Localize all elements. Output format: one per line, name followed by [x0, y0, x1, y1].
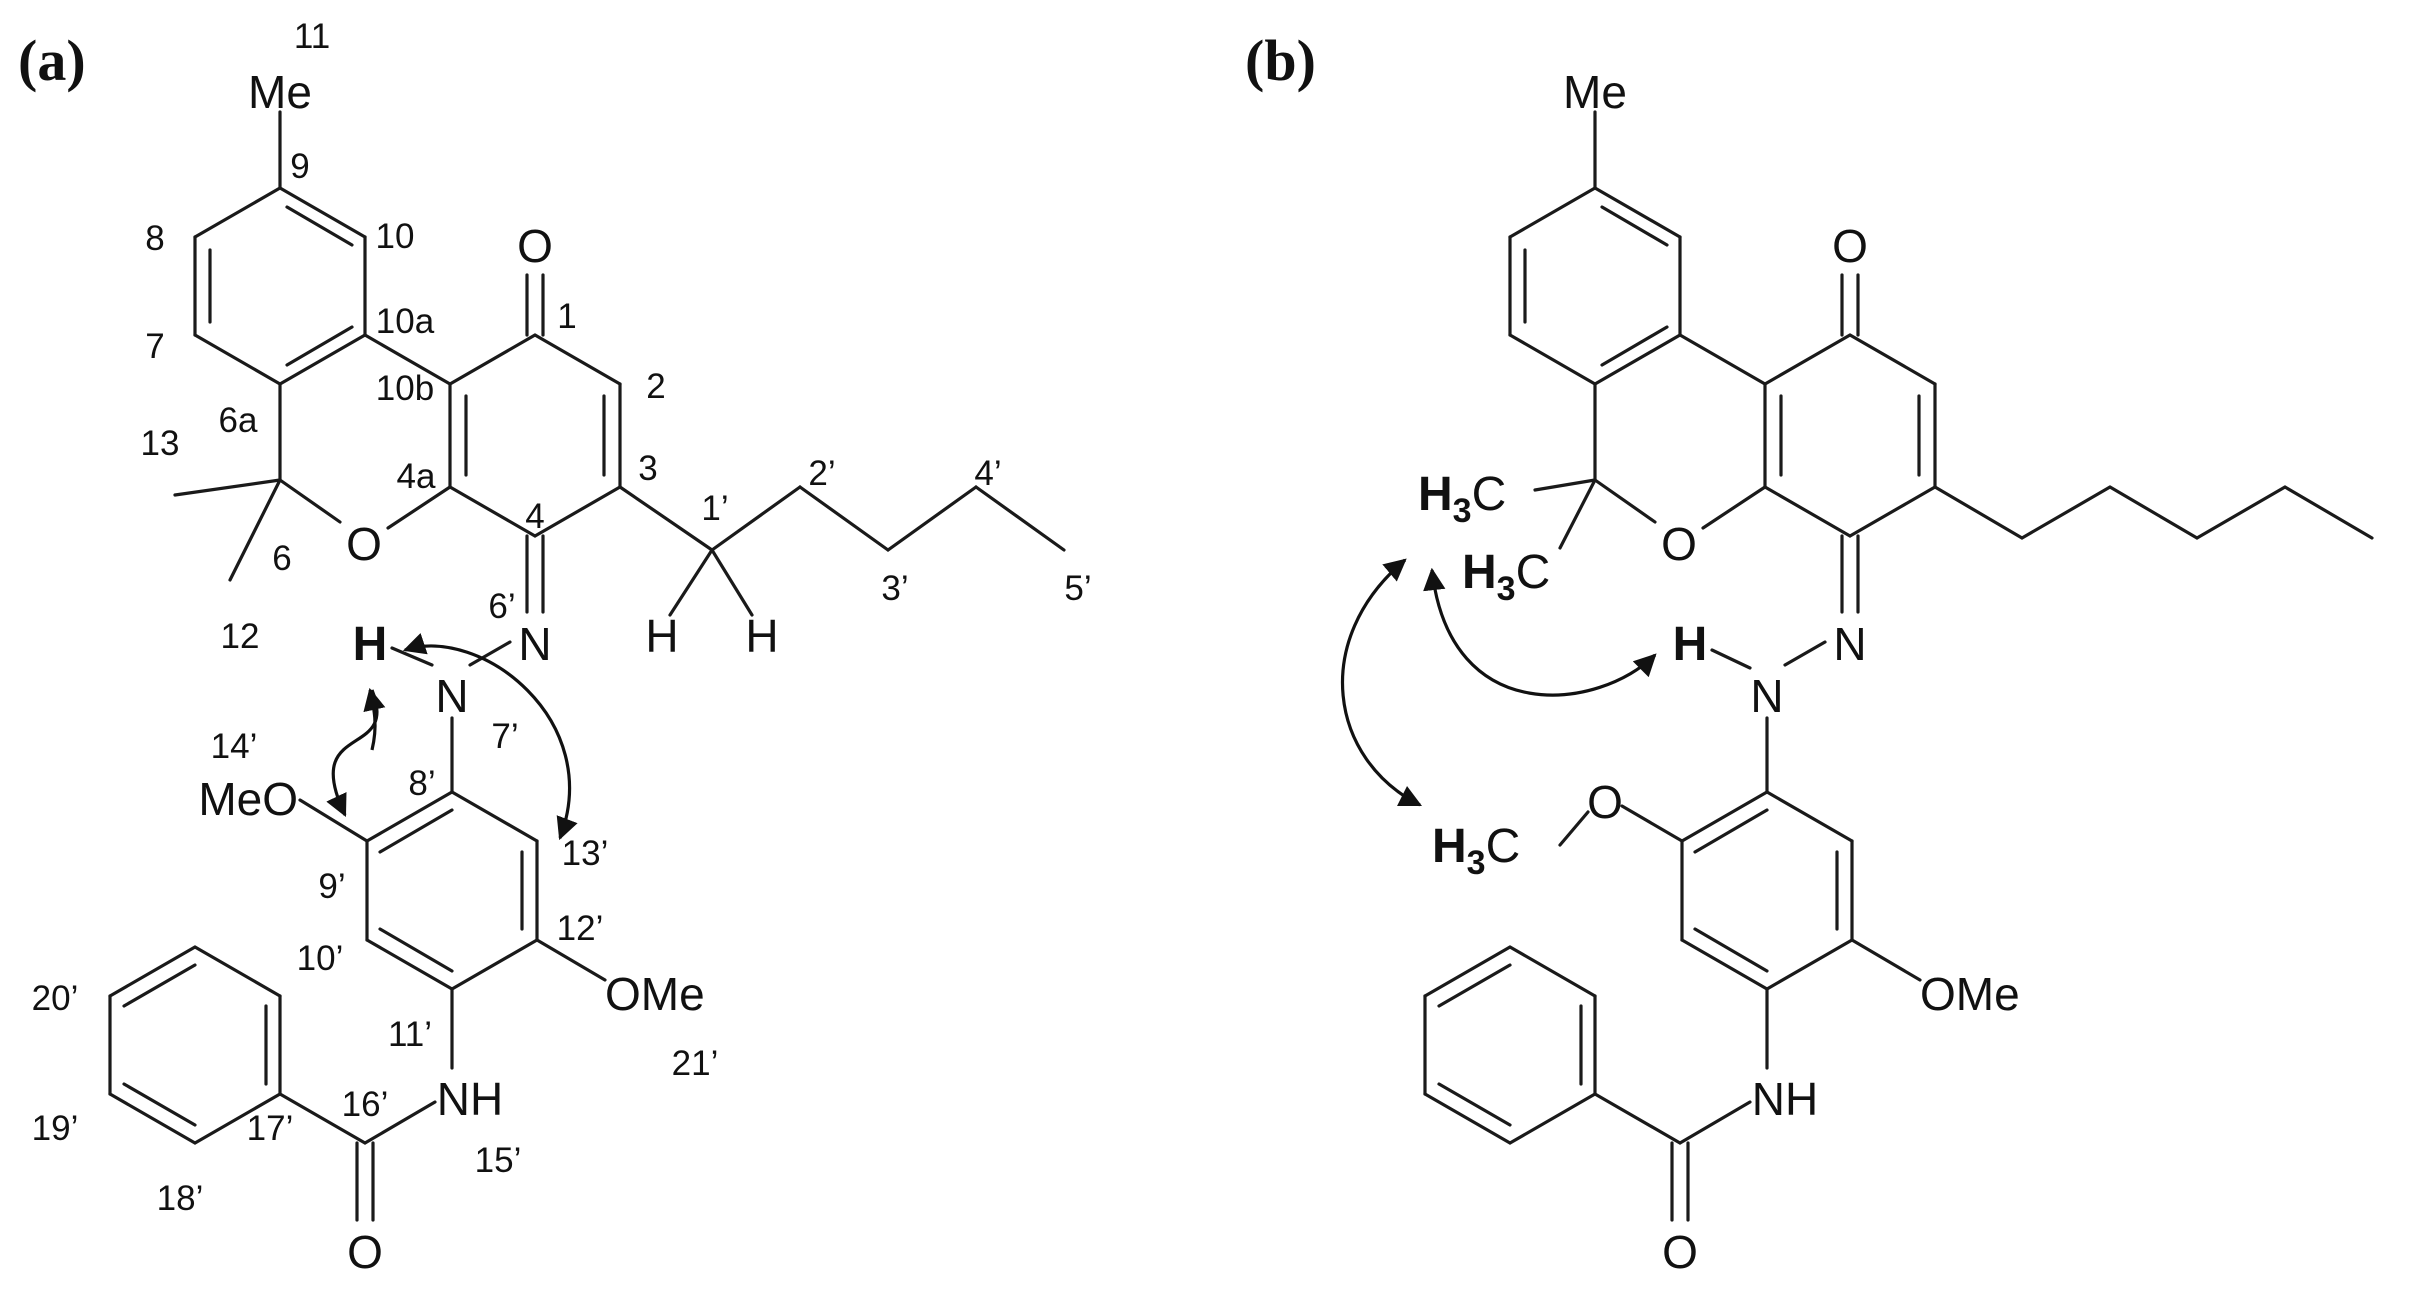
- atom-number: 10: [376, 217, 415, 256]
- atom-number: 1’: [701, 489, 728, 528]
- hydrazine-nitrogen-label: N: [435, 670, 468, 722]
- atom-number: 10b: [376, 369, 434, 408]
- atom-number: 10’: [297, 939, 344, 978]
- atom-number: 4: [525, 497, 544, 536]
- atom-number: 9’: [318, 867, 345, 906]
- structure-a-bonds: [108, 110, 1066, 1222]
- atom-number: 19’: [32, 1109, 79, 1148]
- panel-a: (a): [18, 17, 1092, 1278]
- atom-number: 3’: [881, 569, 908, 608]
- h3c-methyl-lower: H3C: [1462, 546, 1550, 608]
- h3c-subscript: 3: [1497, 570, 1516, 608]
- methylene-h1-label: H: [645, 610, 678, 662]
- atom-number: 2’: [808, 454, 835, 493]
- h3c-c: C: [1516, 546, 1551, 599]
- atom-number: 7’: [491, 717, 518, 756]
- methoxy-label-9p: MeO: [198, 773, 298, 825]
- atom-number: 20’: [32, 979, 79, 1018]
- structure-a-arrows: [326, 633, 578, 841]
- atom-number: 11: [294, 17, 330, 56]
- atom-number: 5’: [1064, 569, 1091, 608]
- h3c-h: H: [1418, 468, 1453, 521]
- panel-label-a: (a): [18, 28, 86, 93]
- structure-b-bonds: [1423, 110, 2374, 1222]
- structure-b-arrows: [1341, 558, 1657, 807]
- carbonyl-oxygen-label: O: [517, 220, 553, 272]
- atom-number: 2: [646, 367, 665, 406]
- atom-number: 6’: [488, 587, 515, 626]
- hydrazine-nitrogen-label: N: [1750, 670, 1783, 722]
- methylene-h2-label: H: [745, 610, 778, 662]
- h3c-h: H: [1462, 546, 1497, 599]
- methoxy-label-12p: OMe: [605, 968, 705, 1020]
- atom-number: 12: [221, 617, 260, 656]
- atom-number: 13: [141, 424, 180, 463]
- atom-number: 10a: [376, 302, 435, 341]
- structure-b-atoms: Me O O N H N O OMe NH O H3C H3C H3C: [1418, 66, 2020, 1278]
- atom-number: 16’: [342, 1085, 389, 1124]
- h3c-methyl-upper: H3C: [1418, 468, 1506, 530]
- atom-number: 18’: [157, 1179, 204, 1218]
- atom-number: 13’: [562, 834, 609, 873]
- methyl-label: Me: [248, 66, 312, 118]
- ring-oxygen-label: O: [346, 518, 382, 570]
- panel-b: (b): [1245, 28, 2374, 1278]
- h3c-h: H: [1432, 820, 1467, 873]
- nh-hydrogen-label: H: [1673, 618, 1708, 671]
- amide-oxygen-label: O: [347, 1226, 383, 1278]
- atom-number: 21’: [672, 1044, 719, 1083]
- h3c-subscript: 3: [1467, 844, 1486, 882]
- h3c-c: C: [1486, 820, 1521, 873]
- panel-label-b: (b): [1245, 28, 1316, 93]
- atom-number: 11’: [388, 1015, 432, 1054]
- amide-nh-label: NH: [437, 1073, 503, 1125]
- atom-number: 14’: [211, 727, 258, 766]
- atom-number: 15’: [475, 1141, 522, 1180]
- atom-number: 17’: [247, 1109, 294, 1148]
- atom-number: 6a: [219, 401, 258, 440]
- methoxy-oxygen-label: O: [1587, 776, 1623, 828]
- imine-nitrogen-label: N: [518, 618, 551, 670]
- h3c-c: C: [1472, 468, 1507, 521]
- carbonyl-oxygen-label: O: [1832, 220, 1868, 272]
- atom-number: 12’: [557, 909, 604, 948]
- methoxy-label-ome: OMe: [1920, 968, 2020, 1020]
- ring-oxygen-label: O: [1661, 518, 1697, 570]
- atom-number: 8’: [408, 764, 435, 803]
- h3c-subscript: 3: [1453, 492, 1472, 530]
- structure-a-numbers: 11 9 8 10 1 2 3 4 4a 10a 10b 7 6a 13 6 1…: [32, 17, 1092, 1218]
- methyl-label: Me: [1563, 66, 1627, 118]
- atom-number: 3: [638, 449, 657, 488]
- atom-number: 9: [290, 147, 309, 186]
- h3c-methoxy: H3C: [1432, 820, 1520, 882]
- amide-nh-label: NH: [1752, 1073, 1818, 1125]
- amide-oxygen-label: O: [1662, 1226, 1698, 1278]
- nh-hydrogen-label: H: [353, 618, 388, 671]
- atom-number: 1: [557, 297, 576, 336]
- structure-a-atoms: Me O O N H N H H MeO OMe NH O: [198, 66, 778, 1278]
- atom-number: 4a: [397, 457, 436, 496]
- atom-number: 4’: [974, 454, 1001, 493]
- imine-nitrogen-label: N: [1833, 618, 1866, 670]
- atom-number: 6: [272, 539, 291, 578]
- atom-number: 7: [145, 327, 164, 366]
- atom-number: 8: [145, 219, 164, 258]
